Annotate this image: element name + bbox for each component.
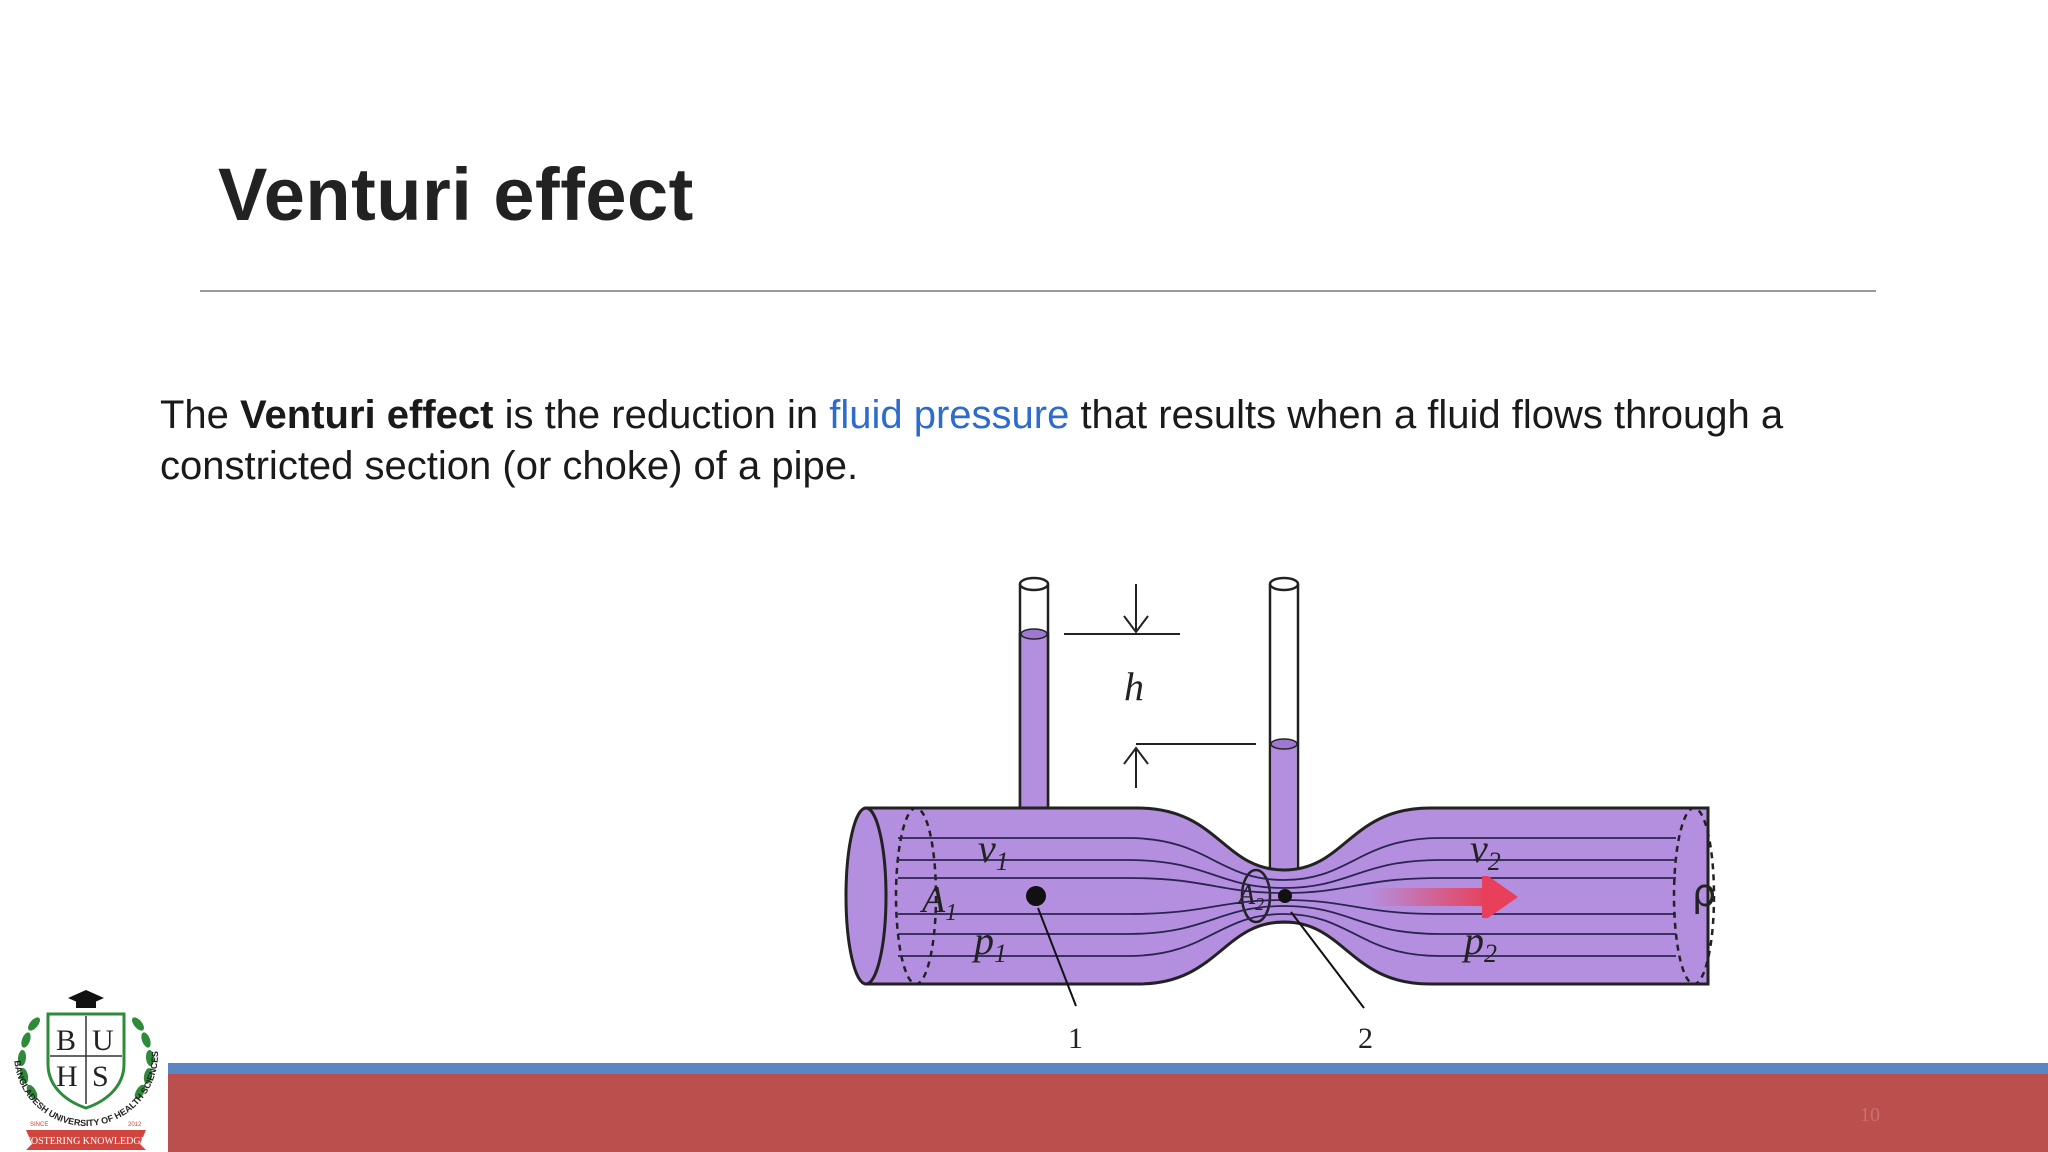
height-difference-marker: h — [1064, 584, 1256, 788]
logo-since: SINCE — [30, 1122, 48, 1128]
page-number: 10 — [1860, 1104, 1880, 1126]
label-v2: v2 — [1470, 826, 1501, 876]
venturi-diagram: h — [844, 576, 1716, 1055]
logo-letter-s: S — [92, 1060, 109, 1093]
logo-shield: B U H S — [46, 1012, 126, 1110]
body-text-part1: The — [160, 393, 241, 437]
logo-year: 2012 — [128, 1122, 142, 1128]
point-1-marker — [1026, 886, 1046, 906]
footer-blue-bar — [168, 1063, 2048, 1074]
body-text-bold-term: Venturi effect — [240, 393, 494, 437]
graduation-cap-icon — [68, 990, 104, 1008]
fluid-pressure-link[interactable]: fluid pressure — [829, 393, 1070, 437]
slide-body-text: The Venturi effect is the reduction in f… — [160, 390, 1900, 492]
point-2-marker — [1278, 889, 1292, 903]
logo-letter-h: H — [56, 1060, 78, 1093]
label-point-1: 1 — [1068, 1022, 1083, 1055]
logo-letter-u: U — [92, 1024, 114, 1057]
label-A1: A1 — [919, 879, 957, 926]
footer-red-bar — [168, 1074, 2048, 1152]
label-h: h — [1124, 664, 1144, 709]
body-text-part2: is the reduction in — [493, 393, 830, 437]
logo-ribbon-text: FOSTERING KNOWLEDGE — [25, 1136, 146, 1147]
logo-ribbon: FOSTERING KNOWLEDGE SINCE 2012 — [25, 1122, 147, 1150]
label-p2: p2 — [1461, 918, 1497, 968]
label-p1: p1 — [971, 918, 1007, 968]
label-point-2: 2 — [1358, 1022, 1373, 1055]
logo-letter-b: B — [56, 1024, 76, 1057]
label-v1: v1 — [978, 826, 1009, 876]
buhs-logo: B U H S BANGLADESH UNIVERSITY OF HEALTH … — [12, 990, 160, 1150]
title-divider — [200, 290, 1876, 292]
flow-direction-arrow — [1368, 876, 1518, 918]
body-text-part3: that results when a fluid flows through … — [160, 393, 1784, 488]
label-A2: A2 — [1236, 880, 1264, 914]
label-rho: ρ — [1692, 871, 1716, 915]
venturi-pipe — [844, 806, 1716, 1009]
slide-title: Venturi effect — [218, 153, 694, 236]
